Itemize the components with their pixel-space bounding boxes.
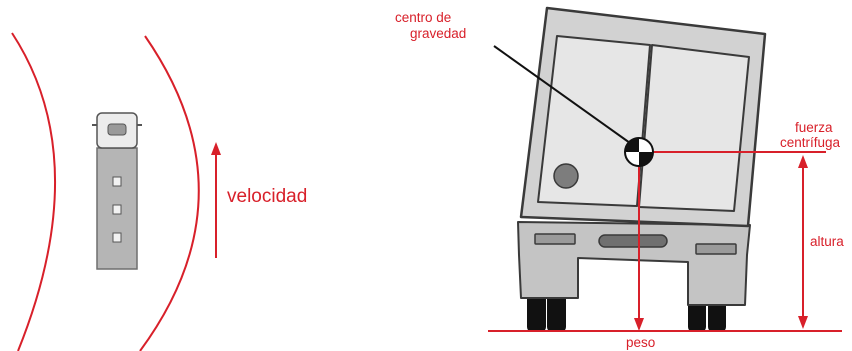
weight-label: peso [626,335,655,350]
truck-rear-view [488,6,842,332]
trailer-marker-2 [112,204,122,215]
weight-arrow [634,153,644,331]
rear-light-right [695,243,737,255]
truck-chassis [517,221,751,306]
cargo-door-right [638,44,750,212]
cog-pointer-line [493,45,631,144]
rear-wheels-right [688,298,726,332]
force-label-line1: fuerza [795,120,833,135]
velocity-arrow [211,142,221,258]
curve-outer-edge [139,35,200,351]
trailer-marker-3 [112,232,122,243]
height-label: altura [810,234,844,249]
force-label-line2: centrífuga [780,135,841,150]
height-dimension-arrow [798,155,808,329]
rear-wheels-left [527,292,566,332]
license-plate [598,234,668,248]
cab-roof-window [107,123,127,136]
velocity-label: velocidad [227,186,307,207]
curve-inner-edge [11,32,57,351]
rear-light-left [534,233,576,245]
trailer-marker-1 [112,176,122,187]
truck-top-view [92,112,142,270]
cog-label-line1: centro de [395,10,451,25]
center-of-gravity-icon [624,137,654,167]
cog-label-line2: gravedad [410,26,466,41]
spare-wheel-indicator [553,163,579,189]
curve-top-view: velocidad [11,32,307,351]
